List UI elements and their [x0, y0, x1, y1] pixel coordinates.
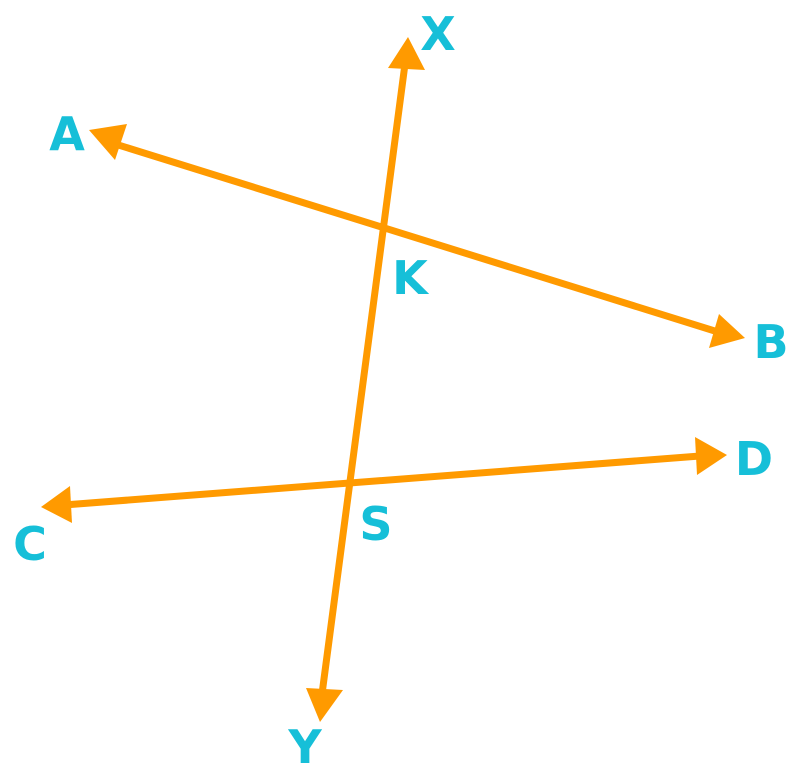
arrowhead-c [41, 486, 72, 523]
arrowhead-d [695, 437, 727, 475]
label-y: Y [287, 720, 322, 774]
label-x: X [420, 7, 455, 61]
label-b: B [753, 315, 788, 369]
label-a: A [49, 107, 85, 161]
line-xy [318, 60, 409, 698]
arrowhead-x [388, 37, 425, 70]
arrowhead-b [709, 314, 745, 348]
label-k: K [392, 251, 430, 305]
label-d: D [735, 432, 773, 486]
label-s: S [359, 497, 392, 551]
line-cd [60, 452, 704, 509]
line-ab [108, 139, 722, 336]
arrowhead-a [89, 124, 127, 160]
label-c: C [13, 517, 47, 571]
arrowhead-y [306, 688, 343, 722]
